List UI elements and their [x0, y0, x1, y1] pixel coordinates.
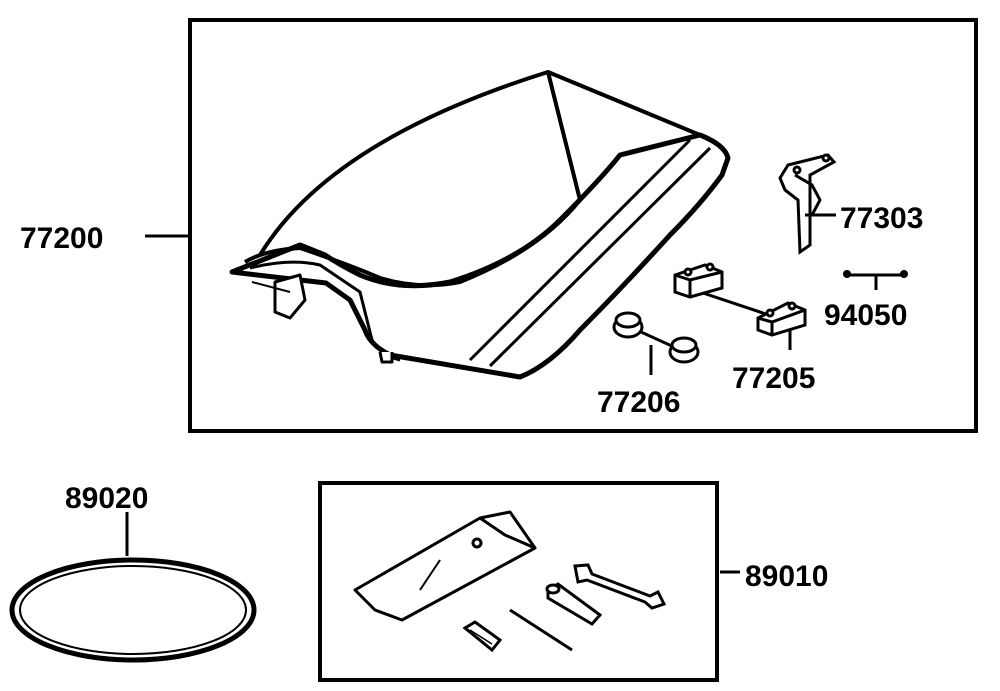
seat-group-frame — [188, 18, 978, 433]
label-89020: 89020 — [65, 482, 148, 515]
screw-icon — [843, 270, 908, 278]
screwdriver-icon — [509, 608, 573, 652]
bumper-block-icon — [673, 262, 807, 337]
latch-icon — [778, 153, 837, 255]
handle-icon — [462, 620, 503, 653]
band-icon — [9, 557, 257, 663]
label-94050: 94050 — [824, 299, 907, 332]
tool-bag-icon — [353, 510, 537, 622]
label-89010: 89010 — [745, 560, 828, 593]
rubber-stop-icon — [612, 311, 700, 364]
seat-icon — [229, 70, 731, 380]
label-77200: 77200 — [20, 222, 103, 255]
label-77206: 77206 — [597, 386, 680, 419]
spark-plug-wrench-icon — [545, 582, 603, 626]
wrench-icon — [573, 563, 667, 610]
label-77205: 77205 — [732, 362, 815, 395]
label-77303: 77303 — [840, 202, 923, 235]
toolkit-group-frame — [318, 481, 719, 682]
